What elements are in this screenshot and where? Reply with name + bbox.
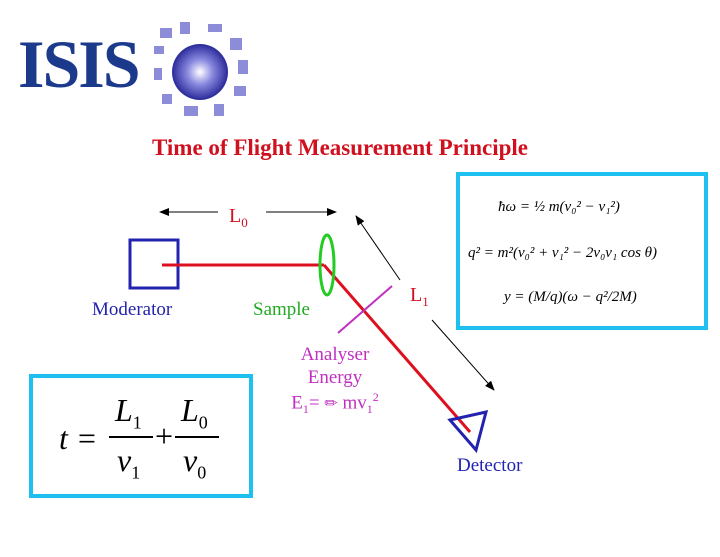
analyser-line	[337, 285, 393, 334]
time-equation-num1: L1	[115, 392, 142, 433]
l1-arrow-down	[431, 319, 495, 391]
time-equation-lhs: t =	[59, 420, 98, 456]
time-equation-den2: v0	[183, 442, 207, 483]
equation-energy: ħω = ½ m(v₀² − v₁²)	[498, 199, 620, 215]
fraction-bar-1	[109, 436, 153, 438]
time-equation-box: t = L1 v1 + L0 v0	[29, 374, 253, 498]
moderator-label: Moderator	[92, 299, 173, 320]
l0-label: L0	[229, 205, 248, 230]
equations-box: ħω = ½ m(v₀² − v₁²) q² = m²(v₀² + v₁² − …	[456, 172, 708, 330]
scattered-beam	[322, 264, 472, 433]
fraction-bar-2	[175, 436, 219, 438]
equation-momentum: q² = m²(v₀² + v₁² − 2v₀v₁ cos θ)	[468, 245, 658, 261]
logo-text: ISIS	[18, 26, 141, 102]
page-title: Time of Flight Measurement Principle	[151, 135, 529, 160]
detector-label: Detector	[457, 455, 523, 476]
sample-ellipse	[318, 233, 336, 297]
l1-label: L1	[410, 284, 429, 309]
l1-arrow-up	[355, 215, 401, 281]
time-equation-num2: L0	[181, 392, 208, 433]
sample-label: Sample	[253, 299, 310, 320]
time-equation-plus: +	[155, 418, 174, 454]
time-equation-den1: v1	[117, 442, 141, 483]
analyser-label: Analyser Energy E1= ✏ mv12	[291, 344, 379, 416]
pencil-icon: ✏	[324, 394, 338, 412]
detector-triangle	[447, 410, 489, 454]
equation-y-scaling: y = (M/q)(ω − q²/2M)	[504, 289, 637, 305]
logo-emblem-icon	[154, 22, 248, 116]
